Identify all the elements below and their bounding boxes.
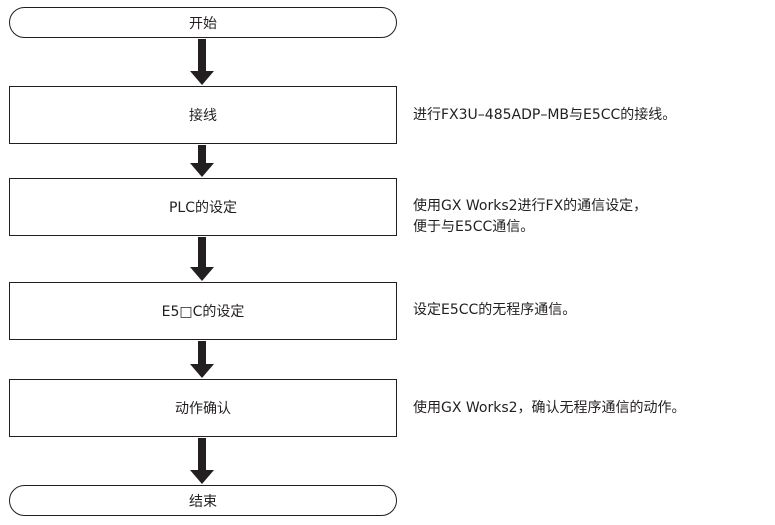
step-e5c-settings: E5□C的设定 [9, 282, 397, 340]
step-plc-settings: PLC的设定 [9, 178, 397, 236]
start-terminal: 开始 [9, 7, 397, 38]
step-plc-settings-note: 使用GX Works2进行FX的通信设定， 便于与E5CC通信。 [413, 196, 647, 238]
step-e5c-settings-note-line-1: 设定E5CC的无程序通信。 [413, 302, 577, 318]
step-plc-settings-note-line-2: 便于与E5CC通信。 [413, 219, 535, 235]
flow-arrow-1 [190, 39, 214, 85]
step-wiring-note: 进行FX3U–485ADP–MB与E5CC的接线。 [413, 105, 676, 126]
flow-arrow-3 [190, 237, 214, 281]
flow-arrow-2 [190, 145, 214, 177]
step-operation-check-note-line-1: 使用GX Works2，确认无程序通信的动作。 [413, 400, 686, 416]
end-terminal: 结束 [9, 485, 397, 516]
flow-arrow-4 [190, 341, 214, 378]
step-wiring-label: 接线 [189, 108, 217, 124]
step-wiring: 接线 [9, 86, 397, 144]
step-e5c-settings-note: 设定E5CC的无程序通信。 [413, 300, 576, 321]
step-operation-check-label: 动作确认 [175, 401, 231, 417]
end-label: 结束 [189, 493, 217, 510]
step-operation-check-note: 使用GX Works2，确认无程序通信的动作。 [413, 398, 686, 419]
step-plc-settings-note-line-1: 使用GX Works2进行FX的通信设定， [413, 198, 648, 214]
step-operation-check: 动作确认 [9, 379, 397, 437]
step-wiring-note-line-1: 进行FX3U–485ADP–MB与E5CC的接线。 [413, 107, 677, 123]
step-e5c-settings-label: E5□C的设定 [161, 304, 245, 320]
step-plc-settings-label: PLC的设定 [168, 200, 238, 216]
flow-arrow-5 [190, 438, 214, 484]
start-label: 开始 [189, 15, 217, 32]
